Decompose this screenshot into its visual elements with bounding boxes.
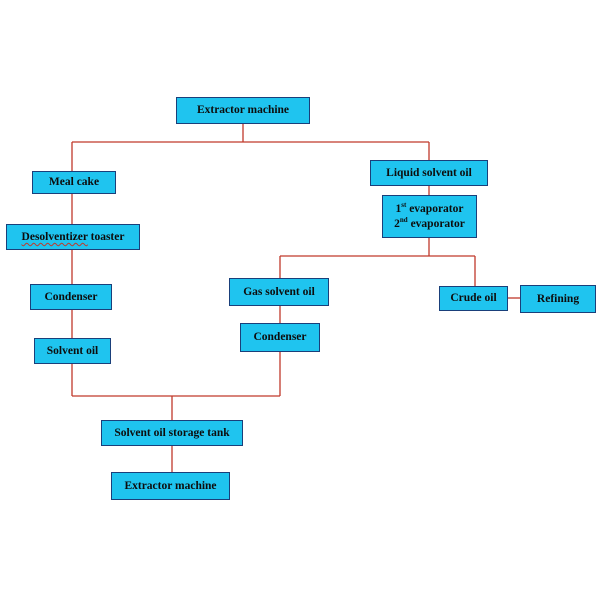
crude-oil-box: Crude oil [439, 286, 508, 311]
extractor-machine-top-label: Extractor machine [196, 104, 290, 117]
desolventizer-toaster-box: Desolventizer toaster [6, 224, 140, 250]
first-evaporator-label: 1st evaporator [395, 201, 464, 216]
refining-box: Refining [520, 285, 596, 313]
condenser-middle-label: Condenser [253, 331, 307, 344]
desolventizer-word: Desolventizer [21, 230, 88, 243]
desolventizer-toaster-label: Desolventizer toaster [22, 230, 125, 244]
gas-solvent-oil-label: Gas solvent oil [243, 285, 315, 298]
toaster-word: toaster [87, 230, 125, 243]
refining-label: Refining [536, 292, 580, 305]
condenser-left-box: Condenser [30, 284, 112, 310]
second-evaporator-label: 2nd evaporator [394, 215, 465, 230]
crude-oil-label: Crude oil [450, 292, 497, 305]
solvent-oil-storage-tank-box: Solvent oil storage tank [101, 420, 243, 446]
evaporator-box: 1st evaporator 2nd evaporator [382, 195, 477, 238]
extractor-machine-top-box: Extractor machine [176, 97, 310, 124]
meal-cake-label: Meal cake [48, 176, 100, 189]
liquid-solvent-oil-box: Liquid solvent oil [370, 160, 488, 186]
solvent-oil-storage-tank-label: Solvent oil storage tank [114, 426, 230, 439]
gas-solvent-oil-box: Gas solvent oil [229, 278, 329, 306]
extractor-machine-bottom-label: Extractor machine [124, 479, 217, 492]
extractor-machine-bottom-box: Extractor machine [111, 472, 230, 500]
solvent-oil-box: Solvent oil [34, 338, 111, 364]
solvent-oil-label: Solvent oil [46, 344, 99, 357]
liquid-solvent-oil-label: Liquid solvent oil [386, 166, 472, 179]
condenser-middle-box: Condenser [240, 323, 320, 352]
condenser-left-label: Condenser [44, 290, 98, 303]
meal-cake-box: Meal cake [32, 171, 116, 194]
